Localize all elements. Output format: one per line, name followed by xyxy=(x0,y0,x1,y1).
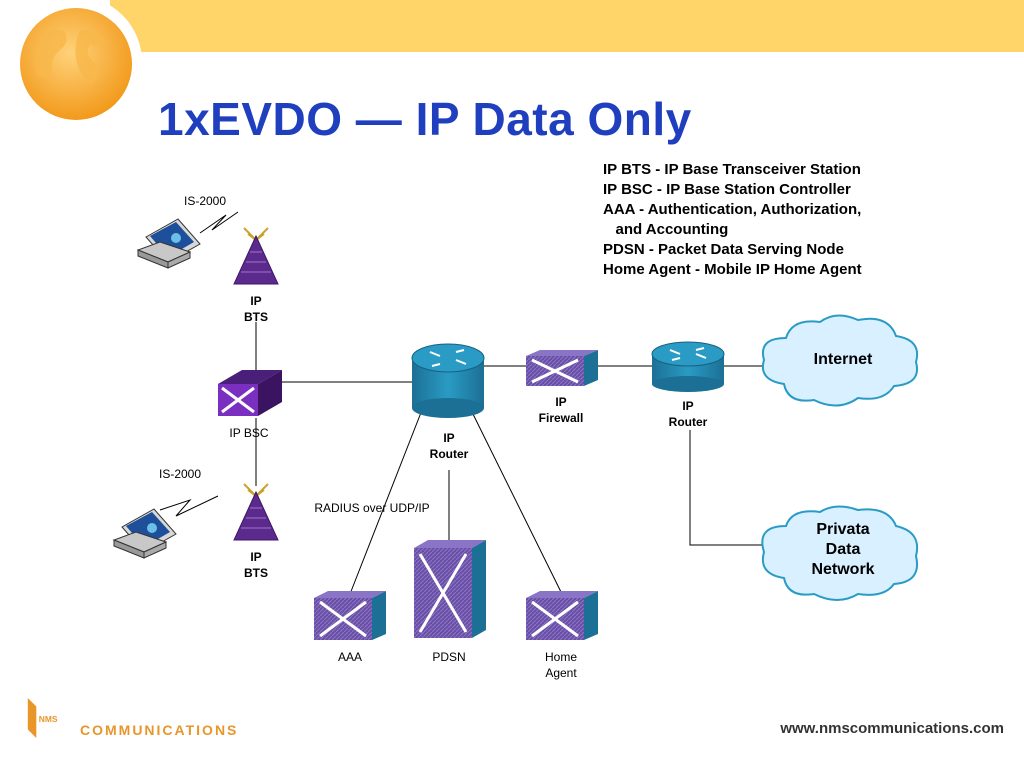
pdsn-label: PDSN xyxy=(432,650,466,664)
private-network-label: Privata Data Network xyxy=(811,521,875,578)
home-agent-label: Home Agent xyxy=(544,650,578,680)
legend-item: AAA - Authentication, Authorization, xyxy=(603,201,862,218)
laptop-icon xyxy=(112,508,177,559)
bts-label: IP BTS xyxy=(244,550,268,580)
legend-item: IP BSC - IP Base Station Controller xyxy=(603,181,851,198)
radius-label: RADIUS over UDP/IP xyxy=(314,501,430,515)
router-label: IP Router xyxy=(429,431,469,461)
bts-tower-icon xyxy=(233,483,279,541)
bsc-switch-icon xyxy=(218,370,282,416)
home-agent-server-icon xyxy=(526,591,598,640)
router-icon xyxy=(651,341,725,392)
nms-logo-icon: NMS xyxy=(27,698,58,738)
internet-cloud-icon xyxy=(762,314,918,407)
globe-icon xyxy=(10,0,142,128)
legend-item: Home Agent - Mobile IP Home Agent xyxy=(603,261,862,278)
bsc-label: IP BSC xyxy=(229,426,269,440)
connection-lines xyxy=(159,211,764,595)
logo-letters: NMS xyxy=(39,714,58,724)
pdsn-server-icon xyxy=(414,540,486,638)
aaa-label: AAA xyxy=(337,650,363,664)
legend-item: IP BTS - IP Base Transceiver Station xyxy=(603,161,861,178)
router-icon xyxy=(411,343,485,418)
aaa-server-icon xyxy=(314,591,386,640)
private-network-cloud-icon xyxy=(761,505,918,601)
header-band xyxy=(110,0,1024,52)
logo-text: COMMUNICATIONS xyxy=(80,722,239,738)
router-label: IP Router xyxy=(668,399,708,429)
website-link[interactable]: www.nmscommunications.com xyxy=(780,720,1004,737)
page-title: 1xEVDO — IP Data Only xyxy=(158,93,692,145)
laptop-icon xyxy=(136,218,201,269)
legend-item: and Accounting xyxy=(603,221,729,238)
firewall-label: IP Firewall xyxy=(538,395,584,425)
bts-label: IP BTS xyxy=(244,294,268,324)
legend: IP BTS - IP Base Transceiver Station IP … xyxy=(603,160,862,280)
legend-item: PDSN - Packet Data Serving Node xyxy=(603,241,844,258)
is2000-label: IS-2000 xyxy=(183,194,227,208)
firewall-icon xyxy=(526,350,598,386)
bts-tower-icon xyxy=(233,227,279,285)
is2000-label: IS-2000 xyxy=(158,467,202,481)
internet-label: Internet xyxy=(813,351,873,368)
